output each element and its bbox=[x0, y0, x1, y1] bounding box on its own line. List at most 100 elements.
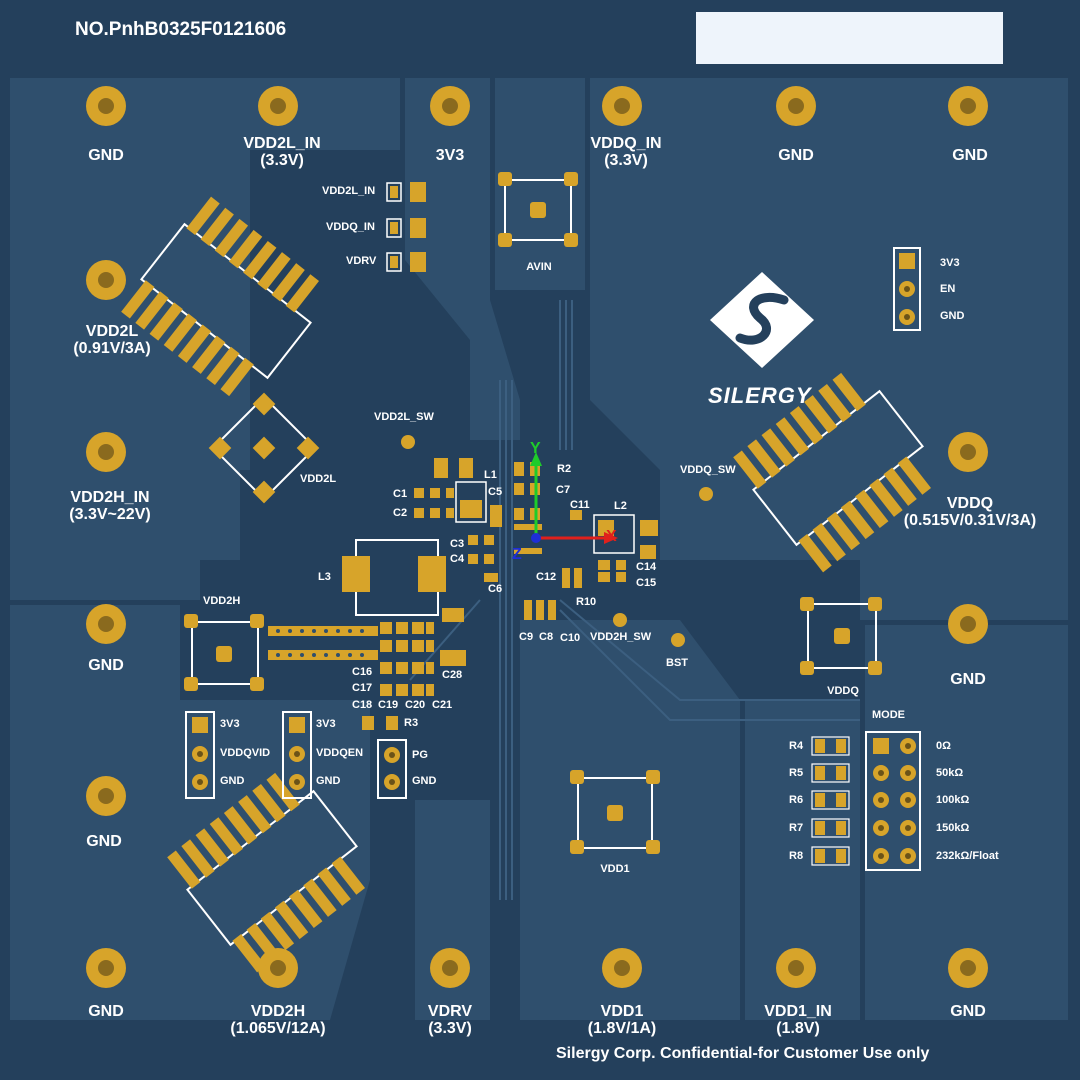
terminal-label-vdd1-in: VDD1_IN(1.8V) bbox=[764, 1003, 832, 1038]
terminal-label-gnd: GND bbox=[950, 1003, 986, 1020]
label-h1-gnd: GND bbox=[220, 775, 245, 787]
silergy-logo bbox=[710, 272, 814, 368]
test-connector-vddq bbox=[800, 597, 882, 675]
test-connector-avin bbox=[498, 172, 578, 247]
pour-bottom-left bbox=[10, 605, 370, 1020]
label-bst: BST bbox=[666, 657, 688, 669]
vdd1-name: VDD1 bbox=[600, 1003, 644, 1020]
label-h2-3v3: 3V3 bbox=[316, 718, 336, 730]
terminal-label-gnd: GND bbox=[952, 147, 988, 164]
terminal-label-vdd1: VDD1(1.8V/1A) bbox=[587, 1003, 657, 1038]
label-vdd2h-sw: VDD2H_SW bbox=[590, 631, 652, 643]
ref-c4: C4 bbox=[450, 553, 465, 565]
header-en bbox=[893, 247, 921, 331]
vdd2h-name: VDD2H bbox=[250, 1003, 306, 1020]
terminal-post bbox=[86, 260, 126, 300]
label-h2-gnd: GND bbox=[316, 775, 341, 787]
vdd2h-voltage: (1.065V/12A) bbox=[230, 1019, 326, 1037]
ref-c2: C2 bbox=[393, 507, 408, 519]
terminal-post bbox=[776, 948, 816, 988]
terminal-posts bbox=[86, 86, 988, 988]
ref-l3: L3 bbox=[318, 571, 331, 583]
vddq-voltage: (0.515V/0.31V/3A) bbox=[903, 511, 1037, 529]
ref-c14: C14 bbox=[636, 561, 657, 573]
terminal-post bbox=[776, 86, 816, 126]
vddq-name: VDDQ bbox=[946, 495, 994, 512]
connector-vddq bbox=[733, 372, 932, 573]
label-mode-100k: 100kΩ bbox=[936, 794, 970, 806]
label-mode-0: 0Ω bbox=[936, 740, 951, 752]
axis-y-label: Y bbox=[530, 440, 541, 457]
ref-c21: C21 bbox=[432, 699, 453, 711]
terminal-label-gnd: GND bbox=[88, 147, 124, 164]
terminal-post bbox=[86, 948, 126, 988]
terminal-post bbox=[86, 432, 126, 472]
label-mode-232k: 232kΩ/Float bbox=[936, 850, 999, 862]
header-pg bbox=[377, 739, 407, 799]
terminal-label-gnd: GND bbox=[778, 147, 814, 164]
label-mode-150k: 150kΩ bbox=[936, 822, 970, 834]
bus-vias bbox=[276, 629, 364, 657]
ref-r3: R3 bbox=[404, 717, 419, 729]
label-h2-vddqen: VDDQEN bbox=[316, 747, 364, 759]
terminal-label-vdd2l: VDD2L(0.91V/3A) bbox=[73, 323, 150, 358]
ref-c6: C6 bbox=[488, 583, 503, 595]
inductor-l3 bbox=[342, 539, 446, 616]
terminal-post bbox=[430, 948, 470, 988]
label-jp-vddq-in: VDDQ_IN bbox=[326, 221, 375, 233]
label-vdd1-small: VDD1 bbox=[600, 863, 630, 875]
vdd1-in-voltage: (1.8V) bbox=[776, 1019, 820, 1037]
ref-c9: C9 bbox=[519, 631, 534, 643]
test-connector-vdd1 bbox=[570, 770, 660, 854]
ref-l1: L1 bbox=[484, 469, 497, 481]
confidential-footer: Silergy Corp. Confidential-for Customer … bbox=[556, 1045, 930, 1062]
label-vdd2l-small: VDD2L bbox=[300, 473, 337, 485]
terminal-post bbox=[948, 604, 988, 644]
terminal-label-3v3: 3V3 bbox=[435, 147, 465, 164]
label-jp-vdd2l-in: VDD2L_IN bbox=[322, 185, 376, 197]
ref-c16: C16 bbox=[352, 666, 373, 678]
trace bbox=[559, 609, 860, 721]
terminal-post bbox=[86, 86, 126, 126]
vdd1-in-name: VDD1_IN bbox=[764, 1003, 832, 1020]
pour-top-right bbox=[590, 78, 1068, 620]
connector-vdd2l bbox=[121, 196, 320, 397]
ref-c17: C17 bbox=[352, 682, 373, 694]
label-r8: R8 bbox=[789, 850, 804, 862]
axis-gizmo bbox=[530, 452, 618, 544]
label-hdr-gnd: GND bbox=[940, 310, 965, 322]
label-r4: R4 bbox=[789, 740, 804, 752]
vdd1-voltage: (1.8V/1A) bbox=[587, 1019, 657, 1037]
terminal-post bbox=[948, 432, 988, 472]
label-jp-vdrv: VDRV bbox=[346, 255, 377, 267]
label-blank-area bbox=[696, 12, 1003, 64]
vdd2l-name: VDD2L bbox=[85, 323, 139, 340]
ref-c11: C11 bbox=[570, 499, 590, 511]
cap-array bbox=[380, 622, 434, 696]
ref-c18: C18 bbox=[352, 699, 373, 711]
pour-3v3 bbox=[405, 78, 520, 440]
terminal-label-gnd: GND bbox=[88, 657, 124, 674]
ref-c12: C12 bbox=[536, 571, 557, 583]
silergy-wordmark: SILERGY bbox=[708, 383, 812, 408]
label-mode-50k: 50kΩ bbox=[936, 767, 964, 779]
pour-avin bbox=[495, 78, 585, 290]
connector-vdd2h bbox=[167, 772, 366, 973]
vddq-in-name: VDDQ_IN bbox=[590, 135, 662, 152]
terminal-post bbox=[258, 948, 298, 988]
terminal-label-vddq-in: VDDQ_IN(3.3V) bbox=[590, 135, 662, 170]
vdd2l-in-voltage: (3.3V) bbox=[260, 151, 304, 169]
terminal-post bbox=[258, 86, 298, 126]
label-h1-3v3: 3V3 bbox=[220, 718, 240, 730]
ref-c7: C7 bbox=[556, 484, 571, 496]
test-connector-vdd2h bbox=[184, 614, 264, 691]
terminal-post bbox=[86, 604, 126, 644]
label-pg-gnd: GND bbox=[412, 775, 437, 787]
label-hdr-3v3: 3V3 bbox=[940, 257, 960, 269]
axis-z-label: Z bbox=[512, 546, 522, 563]
inductor-l2 bbox=[593, 514, 658, 559]
pour-bottom-right bbox=[865, 625, 1068, 1020]
vdd2l-in-name: VDD2L_IN bbox=[243, 135, 321, 152]
